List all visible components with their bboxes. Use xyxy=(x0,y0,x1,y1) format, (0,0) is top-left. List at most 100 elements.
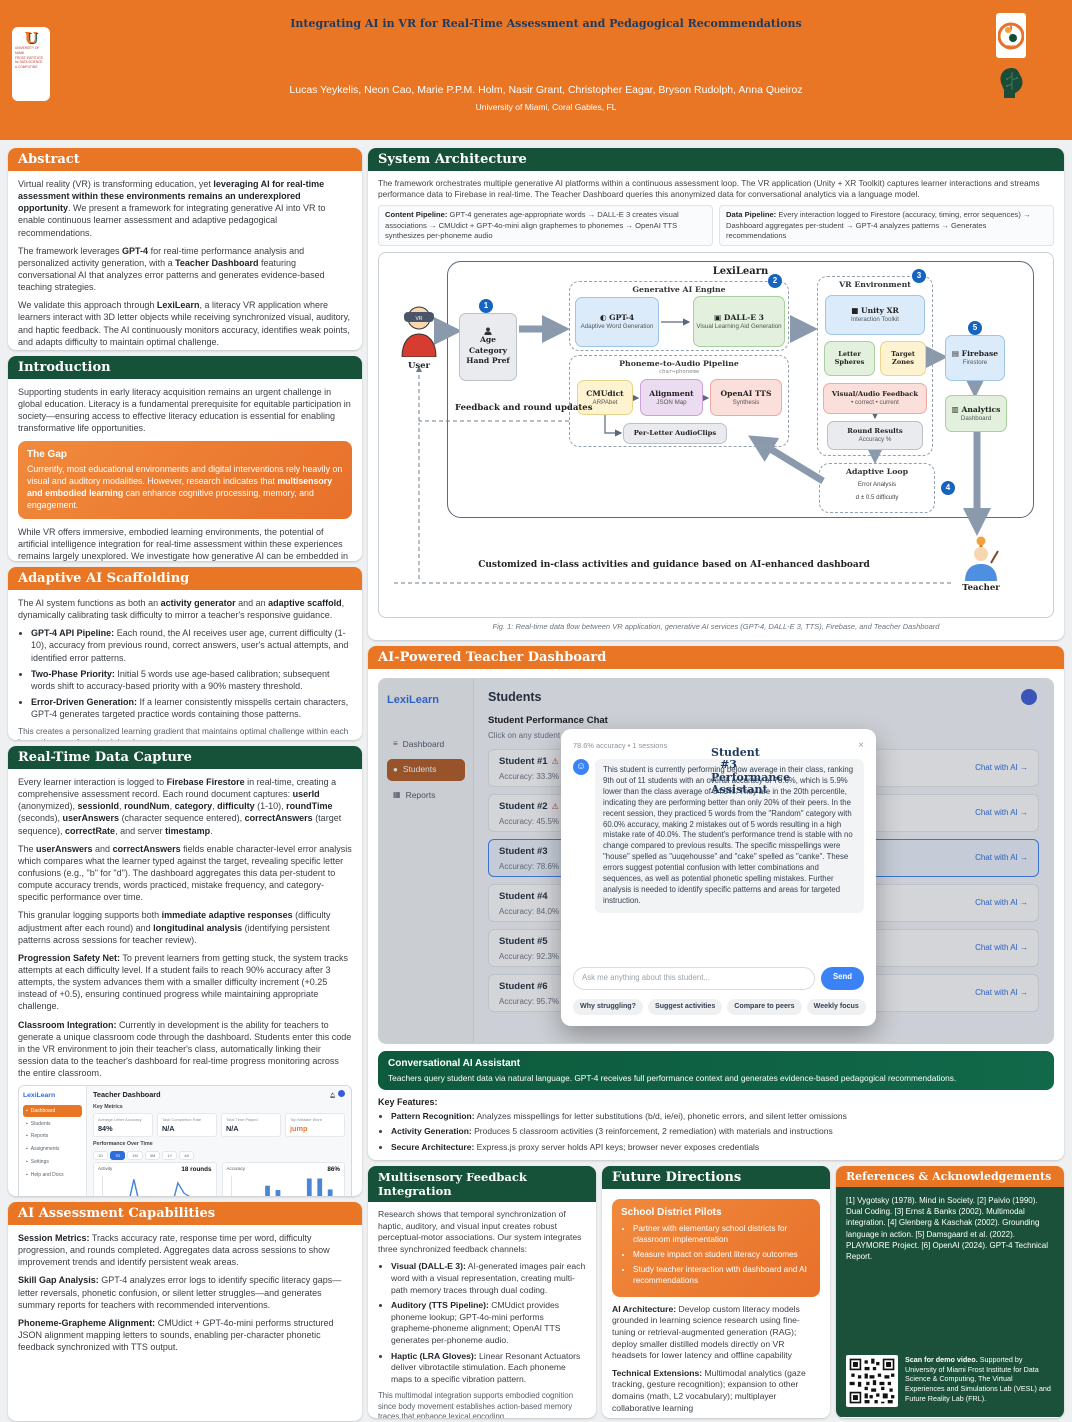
time-filter[interactable]: 1M xyxy=(127,1150,143,1160)
references-section: References & Acknowledgements [1] Vygots… xyxy=(836,1166,1064,1418)
references-body: [1] Vygotsky (1978). Mind in Society. [2… xyxy=(836,1187,1064,1417)
lexilearn-label: LexiLearn xyxy=(712,266,769,278)
chat-with-ai-link[interactable]: Chat with AI → xyxy=(975,808,1028,818)
future-header: Future Directions xyxy=(602,1166,830,1189)
chat-with-ai-link[interactable]: Chat with AI → xyxy=(975,853,1028,863)
dashboard-sidebar: LexiLearn ≡Dashboard ●Students ▦Reports xyxy=(379,679,474,1043)
close-icon[interactable]: × xyxy=(858,740,864,751)
the-gap-callout: The Gap Currently, most educational envi… xyxy=(18,440,352,519)
data-capture-header: Real-Time Data Capture xyxy=(8,746,362,769)
fig2-sidebar: LexiLearn ▪Dashboard ▪Students ▪Reports … xyxy=(19,1086,87,1196)
user-icon: ● xyxy=(393,764,398,774)
vesl-badge-icon: VESL xyxy=(998,22,1024,49)
time-filter[interactable]: 1Y xyxy=(162,1150,178,1160)
time-filter[interactable]: All xyxy=(179,1150,194,1160)
left-column: Abstract Virtual reality (VR) is transfo… xyxy=(8,148,362,1422)
time-filter[interactable]: 3M xyxy=(144,1150,161,1160)
nav-dashboard[interactable]: ≡Dashboard xyxy=(393,738,445,749)
fig2-nav-assignments[interactable]: ▪Assignments xyxy=(26,1146,60,1153)
chat-with-ai-link[interactable]: Chat with AI → xyxy=(975,898,1028,908)
send-button[interactable]: Send xyxy=(820,967,864,990)
vesl-lab-logo: VESL xyxy=(996,13,1026,58)
reports-icon: ▪ xyxy=(26,1133,28,1140)
audioclips-node: Per-Letter AudioClips xyxy=(623,423,727,445)
avatar[interactable] xyxy=(1021,689,1037,705)
settings-icon: ▪ xyxy=(26,1158,28,1165)
fig2-nav-students[interactable]: ▪Students xyxy=(26,1120,51,1127)
target-zones-node: Target Zones xyxy=(880,341,926,377)
content-pipeline: Content Pipeline: GPT-4 generates age-ap… xyxy=(378,205,713,247)
step-badge-3: 3 xyxy=(912,269,926,284)
fig2-title: Teacher Dashboard xyxy=(93,1090,161,1100)
intro-paragraph: While VR offers immersive, embodied lear… xyxy=(18,526,349,561)
time-filter[interactable]: 1D xyxy=(93,1150,109,1160)
prompt-chip[interactable]: Weekly focus xyxy=(806,999,866,1015)
chat-with-ai-link[interactable]: Chat with AI → xyxy=(975,988,1028,998)
prompt-chip[interactable]: Why struggling? xyxy=(573,999,643,1015)
feedback-node: Visual/Audio Feedback• correct • current xyxy=(823,383,927,415)
assignments-icon: ▪ xyxy=(26,1146,28,1153)
dashboard-header: AI-Powered Teacher Dashboard xyxy=(368,646,1064,669)
capabilities-header: AI Assessment Capabilities xyxy=(8,1202,362,1225)
nav-reports[interactable]: ▦Reports xyxy=(393,789,436,800)
fig2-nav-dashboard[interactable]: ▪Dashboard xyxy=(23,1105,82,1118)
diagram-bottom-note: Customized in-class activities and guida… xyxy=(478,560,870,571)
future-reality-lab-logo xyxy=(1000,68,1023,98)
vr-user-icon: VR xyxy=(401,306,437,358)
time-filter[interactable]: 7D xyxy=(110,1150,126,1160)
teacher-icon xyxy=(965,536,999,582)
lexilearn-container xyxy=(447,261,1034,519)
phoneme-pipeline-group: Phoneme-to-Audio Pipeline xyxy=(569,355,789,448)
acknowledgement-text: Scan for demo video. Supported by Univer… xyxy=(905,1355,1051,1403)
feature-item: Secure Architecture: Express.js proxy se… xyxy=(391,1142,1054,1153)
bell-icon[interactable]: 🔔︎ xyxy=(329,1093,336,1100)
right-column: System Architecture The framework orches… xyxy=(368,148,1064,1418)
chat-with-ai-link[interactable]: Chat with AI → xyxy=(975,943,1028,953)
bullet-item: Auditory (TTS Pipeline): CMUdict provide… xyxy=(391,1300,586,1346)
feature-item: Pattern Recognition: Analyzes misspellin… xyxy=(391,1111,1054,1122)
poster-affiliation: University of Miami, Coral Gables, FL xyxy=(475,102,617,112)
scaffolding-bullets: GPT-4 API Pipeline: Each round, the AI r… xyxy=(18,627,352,720)
fig2-teacher-dashboard: LexiLearn ▪Dashboard ▪Students ▪Reports … xyxy=(18,1085,352,1196)
chat-with-ai-link[interactable]: Chat with AI → xyxy=(975,763,1028,773)
abstract-section: Abstract Virtual reality (VR) is transfo… xyxy=(8,148,362,350)
step-badge-4: 4 xyxy=(941,481,955,496)
bullet-item: Error-Driven Generation: If a learner co… xyxy=(31,696,352,720)
abstract-paragraph: The framework leverages GPT-4 for real-t… xyxy=(18,245,325,293)
dashboard-screenshot: LexiLearn ≡Dashboard ●Students ▦Reports … xyxy=(378,678,1054,1044)
key-features-label: Key Features: xyxy=(378,1096,438,1107)
person-icon xyxy=(484,327,492,336)
lexilearn-logo: LexiLearn xyxy=(23,1092,56,1100)
key-features-list: Pattern Recognition: Analyzes misspellin… xyxy=(378,1111,1054,1153)
students-icon: ▪ xyxy=(26,1120,28,1127)
grid-icon: ▦ xyxy=(393,790,401,800)
dashboard-section: AI-Powered Teacher Dashboard LexiLearn ≡… xyxy=(368,646,1064,1160)
multisensory-section: Multisensory Feedback Integration Resear… xyxy=(368,1166,596,1418)
fig2-nav-reports[interactable]: ▪Reports xyxy=(26,1133,49,1140)
teacher-label: Teacher xyxy=(962,583,1000,594)
step-badge-2: 2 xyxy=(768,274,782,289)
avatar[interactable] xyxy=(338,1090,345,1098)
prompt-chip[interactable]: Suggest activities xyxy=(647,999,723,1015)
abstract-header: Abstract xyxy=(8,148,362,171)
poster-title: Integrating AI in VR for Real-Time Asses… xyxy=(290,17,802,30)
performance-chat-heading: Student Performance Chat xyxy=(488,714,608,726)
svg-text:VESL: VESL xyxy=(1005,44,1017,49)
fig2-nav-settings[interactable]: ▪Settings xyxy=(26,1158,49,1165)
conversational-ai-banner: Conversational AI Assistant Teachers que… xyxy=(378,1051,1054,1090)
chat-input[interactable]: Ask me anything about this student... xyxy=(573,967,815,990)
fig2-nav-help[interactable]: ▪Help and Docs xyxy=(26,1171,64,1178)
prompt-chip[interactable]: Compare to peers xyxy=(727,999,802,1015)
quick-prompts: Why struggling? Suggest activities Compa… xyxy=(573,999,866,1015)
students-heading: Students xyxy=(488,690,542,704)
architecture-intro: The framework orchestrates multiple gene… xyxy=(378,178,1040,200)
accuracy-bar-chart xyxy=(230,1176,333,1196)
data-pipeline: Data Pipeline: Every interaction logged … xyxy=(719,205,1054,247)
nav-students[interactable]: ●Students xyxy=(387,759,465,781)
